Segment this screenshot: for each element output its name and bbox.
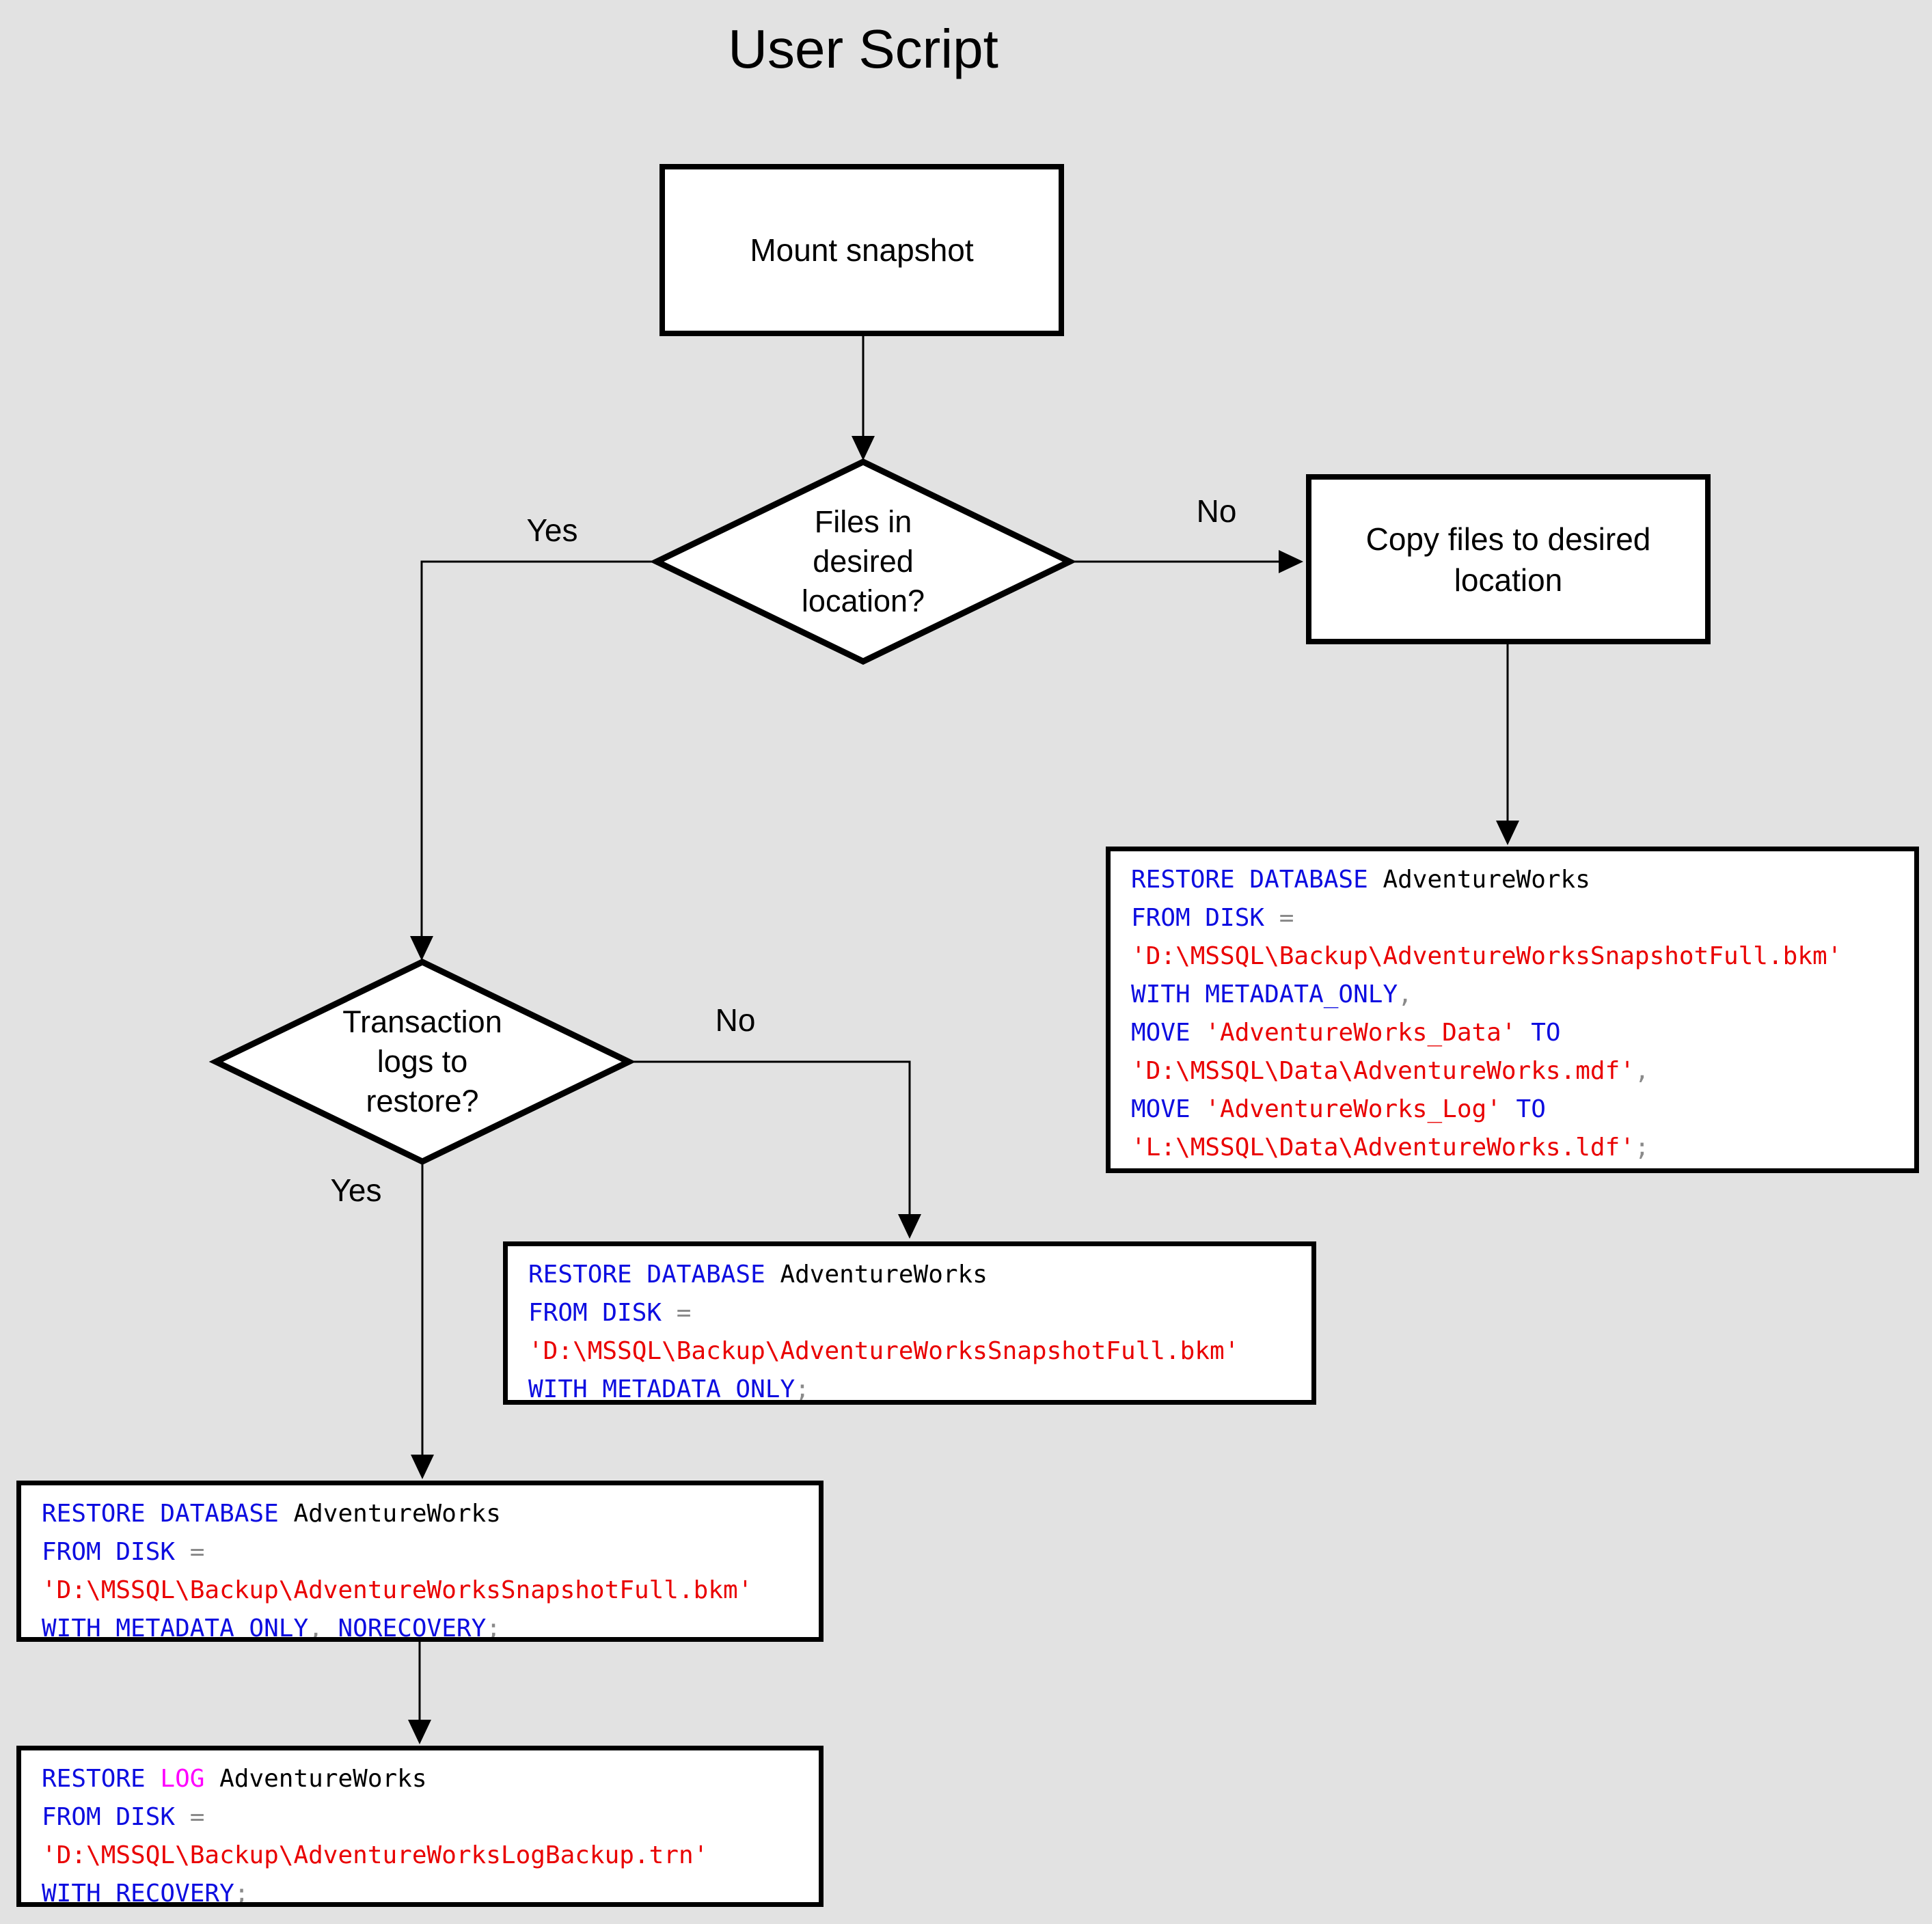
- mount-snapshot-node: Mount snapshot: [659, 164, 1064, 336]
- code-line: 'L:\MSSQL\Data\AdventureWorks.ldf';: [1131, 1133, 1650, 1162]
- edge-label-files-yes: Yes: [526, 512, 578, 548]
- arrowhead-restore-metadata-top: [898, 1214, 921, 1239]
- logs-decision-shape: [208, 959, 636, 1165]
- arrowhead-files-top: [852, 436, 875, 461]
- code-line: WITH RECOVERY;: [42, 1880, 249, 1907]
- code-line: WITH METADATA_ONLY;: [528, 1375, 810, 1403]
- page-title: User Script: [728, 18, 998, 79]
- code-line: 'D:\MSSQL\Backup\AdventureWorksSnapshotF…: [1131, 942, 1842, 970]
- code-line: RESTORE DATABASE AdventureWorks: [528, 1261, 988, 1289]
- code-line: FROM DISK =: [528, 1299, 692, 1327]
- edge-label-logs-yes: Yes: [330, 1172, 382, 1208]
- code-line: 'D:\MSSQL\Data\AdventureWorks.mdf',: [1131, 1057, 1650, 1085]
- code-line: 'D:\MSSQL\Backup\AdventureWorksSnapshotF…: [42, 1576, 753, 1604]
- code-line: WITH METADATA_ONLY, NORECOVERY;: [42, 1614, 501, 1642]
- files-decision-shape: [649, 458, 1077, 665]
- code-line: FROM DISK =: [42, 1803, 205, 1831]
- code-line: RESTORE LOG AdventureWorks: [42, 1765, 427, 1793]
- code-line: 'D:\MSSQL\Backup\AdventureWorksLogBackup…: [42, 1841, 709, 1869]
- code-line: FROM DISK =: [1131, 904, 1294, 932]
- arrowhead-copy-left: [1279, 550, 1303, 573]
- edge-label-files-no: No: [1196, 493, 1237, 529]
- arrowhead-restore-log-top: [408, 1720, 431, 1744]
- arrowhead-restore-norecovery-top: [411, 1455, 434, 1479]
- arrowhead-logs-top: [410, 936, 433, 961]
- code-line: MOVE 'AdventureWorks_Data' TO: [1131, 1019, 1561, 1047]
- edge-logs-no: [629, 1060, 911, 1218]
- edge-label-logs-no: No: [715, 1002, 756, 1038]
- code-line: RESTORE DATABASE AdventureWorks: [1131, 866, 1590, 894]
- copy-files-node: Copy files to desired location: [1306, 474, 1711, 644]
- code-line: MOVE 'AdventureWorks_Log' TO: [1131, 1095, 1546, 1123]
- edge-files-yes: [420, 560, 657, 940]
- arrowhead-restore-move-top: [1496, 821, 1519, 845]
- code-line: WITH METADATA_ONLY,: [1131, 980, 1413, 1008]
- code-line: FROM DISK =: [42, 1538, 205, 1566]
- code-line: 'D:\MSSQL\Backup\AdventureWorksSnapshotF…: [528, 1337, 1240, 1365]
- code-line: RESTORE DATABASE AdventureWorks: [42, 1500, 501, 1528]
